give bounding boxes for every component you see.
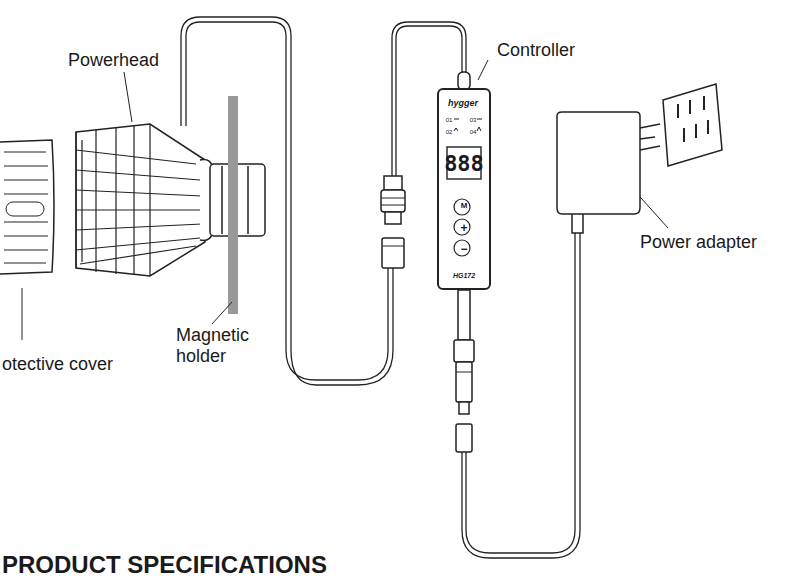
part-label: Magnetic holder <box>176 325 268 367</box>
controller-text: HG172 <box>453 272 475 279</box>
controller-text: hygger <box>448 99 478 108</box>
part-label: Controller <box>497 40 575 61</box>
controller-text: + <box>460 222 467 234</box>
controller-text: 04 <box>470 129 477 135</box>
controller-text: M <box>461 202 468 210</box>
part-label: Powerhead <box>68 50 159 71</box>
part-label: otective cover <box>2 354 113 375</box>
section-heading: PRODUCT SPECIFICATIONS <box>2 551 327 579</box>
controller-text: 02 <box>446 129 453 135</box>
controller-text: 03 <box>470 117 477 123</box>
controller-unit: hygger 01 03 02 04 888M + − HG172 <box>437 88 491 290</box>
controller-text: 01 <box>446 117 453 123</box>
part-label: Power adapter <box>640 232 757 253</box>
controller-text: − <box>460 243 467 255</box>
controller-text: 888 <box>444 153 484 175</box>
